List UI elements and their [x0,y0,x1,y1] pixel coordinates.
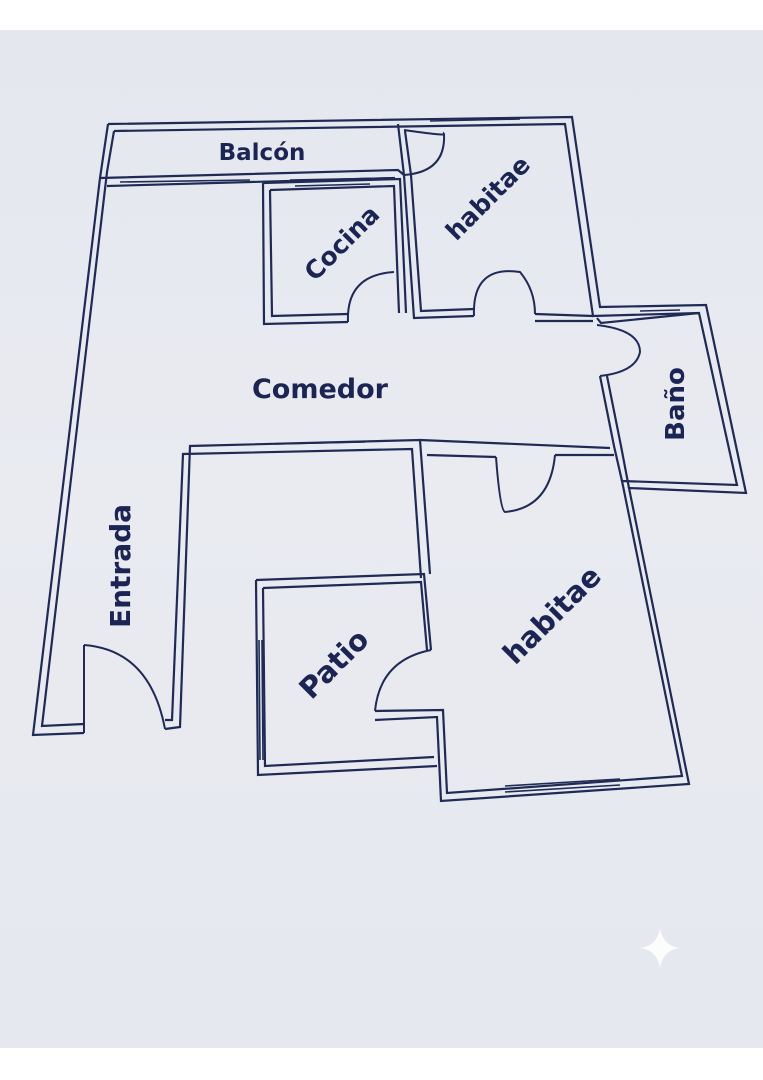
bathroom-walls [596,309,700,489]
door-swings [83,129,642,733]
room-label-entrada: Entrada [104,504,137,628]
kitchen-walls [261,177,408,326]
bedroom-1-walls [396,118,594,323]
room-label-balcon: Balcón [219,140,306,166]
room-label-bedroom-1: habitae [440,150,536,246]
paper-sheet [0,30,763,1048]
room-label-cocina: Cocina [299,200,386,287]
room-label-patio: Patio [292,622,375,705]
sparkle-icon [640,928,680,968]
room-label-comedor: Comedor [252,374,389,405]
room-label-bedroom-2: habitae [496,559,608,671]
patio-walls [254,572,438,777]
balcony-walls [99,168,405,188]
room-label-bano: Baño [661,367,691,441]
dining-walls [274,438,614,459]
exterior-walls [31,115,748,803]
bedroom-2-window [504,778,621,793]
